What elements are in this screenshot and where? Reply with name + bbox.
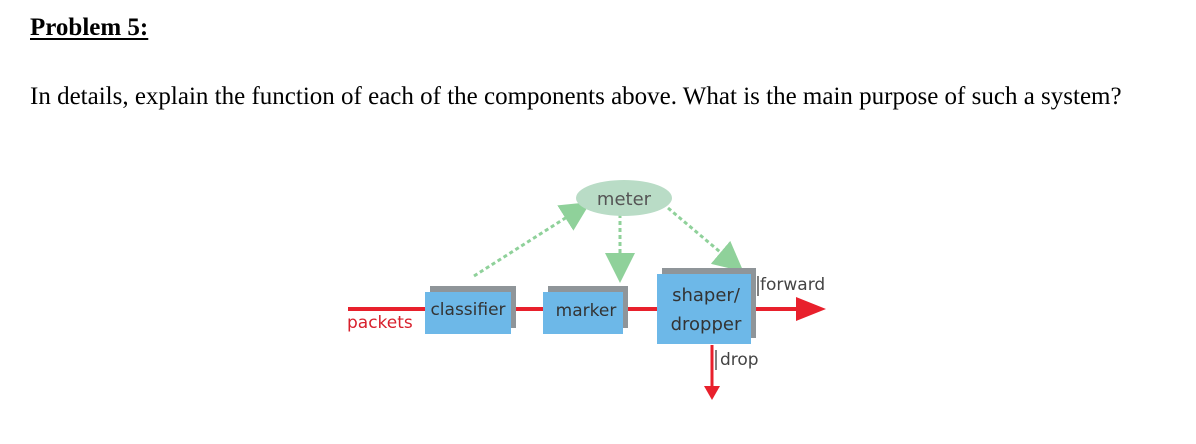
dropper-label: dropper <box>671 314 742 335</box>
problem-question: In details, explain the function of each… <box>30 83 1122 110</box>
drop-arrow-icon <box>704 345 720 400</box>
shaper-label: shaper/ <box>672 285 741 306</box>
classifier-label: classifier <box>430 300 505 320</box>
drop-label: drop <box>720 350 759 370</box>
problem-heading: Problem 5: <box>30 14 149 41</box>
marker-node: marker <box>543 286 628 334</box>
classifier-to-meter-arrow <box>473 201 591 278</box>
forward-label: forward <box>760 275 825 295</box>
forward-arrow-icon <box>756 297 826 321</box>
meter-to-shaper-arrow <box>667 206 744 272</box>
marker-label: marker <box>556 301 617 321</box>
packets-label: packets <box>347 313 413 333</box>
meter-node: meter <box>576 180 672 216</box>
shaper-dropper-node: shaper/ dropper <box>657 268 756 344</box>
classifier-node: classifier <box>425 286 516 334</box>
meter-label: meter <box>597 189 652 210</box>
